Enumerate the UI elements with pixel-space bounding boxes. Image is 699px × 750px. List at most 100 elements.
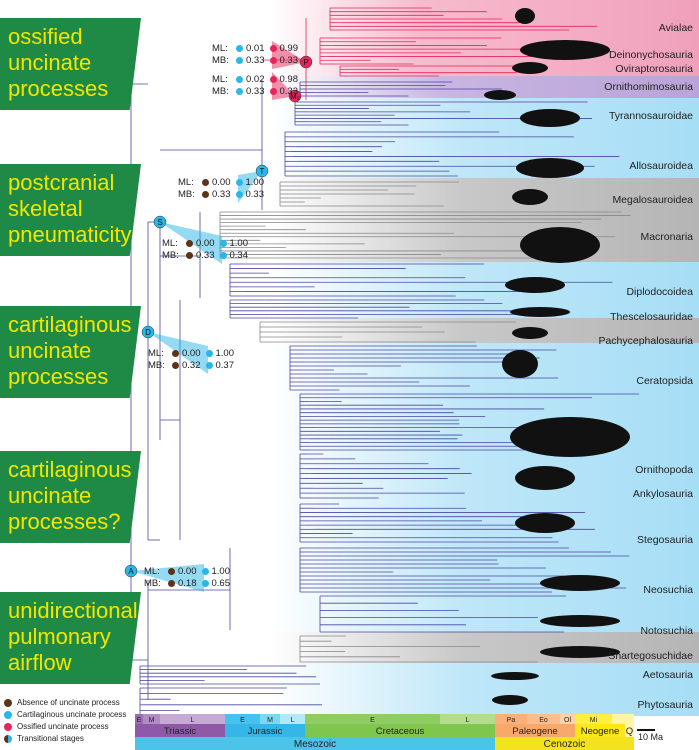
clade-label: Stegosauria bbox=[636, 534, 693, 546]
trait-text: postcranial bbox=[8, 170, 115, 195]
state-dot bbox=[269, 45, 277, 53]
animal-silhouette bbox=[491, 672, 539, 680]
state-dot bbox=[172, 361, 179, 369]
epoch-label: Mi bbox=[590, 717, 598, 724]
clade-band bbox=[270, 392, 699, 450]
legend-label: Ossified uncinate process bbox=[17, 722, 109, 731]
support-row-label: ML: bbox=[148, 348, 164, 359]
animal-silhouette bbox=[512, 62, 548, 74]
probability-value: 0.33 bbox=[246, 54, 265, 66]
clade-band bbox=[270, 684, 699, 716]
probability-value: 0.02 bbox=[246, 74, 265, 85]
clade-band bbox=[270, 76, 699, 98]
epoch-box bbox=[280, 714, 305, 724]
support-row-label: MB: bbox=[212, 54, 229, 66]
clade-label: Tyrannosauroidae bbox=[608, 110, 693, 122]
support-row-label: MB: bbox=[144, 577, 161, 589]
probability-value: 0.98 bbox=[279, 74, 299, 85]
animal-silhouette bbox=[540, 646, 620, 658]
clade-band bbox=[270, 543, 699, 590]
clade-band bbox=[270, 450, 699, 498]
state-dot bbox=[235, 190, 243, 198]
legend-swatch bbox=[4, 723, 12, 731]
state-dot bbox=[168, 579, 175, 587]
node-marker bbox=[124, 564, 138, 578]
epoch-label: Eo bbox=[539, 717, 548, 724]
period-label: Neogene bbox=[581, 726, 620, 737]
probability-value: 0.00 bbox=[178, 566, 197, 577]
animal-silhouette bbox=[505, 277, 565, 293]
support-row-label: ML: bbox=[212, 43, 228, 54]
animal-silhouette bbox=[510, 307, 570, 317]
state-dot bbox=[269, 56, 277, 64]
scale-bar-label: 10 Ma bbox=[638, 732, 664, 742]
support-row-label: ML: bbox=[212, 74, 228, 85]
epoch-box bbox=[495, 714, 527, 724]
animal-silhouette bbox=[512, 189, 548, 205]
legend-label: Absence of uncinate process bbox=[17, 698, 120, 707]
probability-value: 0.00 bbox=[196, 238, 215, 249]
legend-label: Cartilaginous uncinate process bbox=[17, 710, 127, 719]
clade-band bbox=[270, 663, 699, 684]
epoch-label: E bbox=[137, 717, 142, 724]
epoch-box bbox=[440, 714, 495, 724]
trait-text: uncinate bbox=[8, 50, 92, 75]
probability-value: 0.18 bbox=[178, 577, 197, 589]
animal-silhouette bbox=[512, 327, 548, 339]
probability-value: 0.33 bbox=[212, 188, 231, 200]
support-row-label: MB: bbox=[162, 249, 179, 261]
state-dot bbox=[202, 190, 209, 198]
clade-label: Thescelosauridae bbox=[610, 311, 693, 323]
trait-text: uncinate bbox=[8, 483, 92, 508]
period-box bbox=[495, 724, 575, 737]
legend-item: Cartilaginous uncinate process bbox=[4, 709, 126, 721]
clade-label: Allosauroidea bbox=[629, 160, 693, 172]
probability-value: 1.00 bbox=[245, 177, 265, 188]
clade-band bbox=[270, 178, 699, 207]
support-row-label: MB: bbox=[148, 359, 165, 371]
trait-text: cartilaginous bbox=[8, 457, 132, 482]
trait-text: cartilaginous bbox=[8, 312, 132, 337]
clade-label: Aetosauria bbox=[642, 669, 693, 681]
clade-label: Ornithomimosauria bbox=[604, 81, 693, 93]
trait-text: processes? bbox=[8, 509, 121, 534]
legend-swatch bbox=[4, 699, 12, 707]
state-dot bbox=[186, 251, 193, 259]
epoch-box bbox=[527, 714, 560, 724]
support-row-label: MB: bbox=[178, 188, 195, 200]
period-box bbox=[225, 724, 305, 737]
animal-silhouette bbox=[502, 350, 538, 378]
state-dot bbox=[269, 76, 277, 84]
node-label: T bbox=[260, 167, 265, 176]
clade-band bbox=[270, 127, 699, 178]
clade-label: Oviraptorosauria bbox=[615, 63, 693, 75]
state-dot bbox=[201, 568, 209, 576]
epoch-label: M bbox=[267, 717, 273, 724]
probability-value: 0.33 bbox=[245, 188, 265, 200]
clade-label: Diplodocoidea bbox=[626, 286, 693, 298]
animal-silhouette bbox=[516, 158, 584, 178]
epoch-label: E bbox=[370, 717, 375, 724]
trait-text: skeletal bbox=[8, 196, 83, 221]
node-marker bbox=[153, 215, 167, 229]
clade-label: Avialae bbox=[658, 22, 693, 34]
legend-item: Ossified uncinate process bbox=[4, 721, 126, 733]
epoch-box bbox=[575, 714, 612, 724]
era-label: Mesozoic bbox=[294, 739, 336, 750]
state-dot bbox=[236, 45, 243, 53]
node-label: A bbox=[128, 567, 134, 576]
animal-silhouette bbox=[520, 109, 580, 127]
probability-value: 0.00 bbox=[182, 348, 201, 359]
trait-text: uncinate bbox=[8, 338, 92, 363]
clade-label: Ceratopsida bbox=[636, 375, 693, 387]
trait-text: unidirectional bbox=[8, 598, 138, 623]
legend-swatch bbox=[4, 735, 12, 743]
era-box bbox=[135, 737, 495, 750]
epoch-box bbox=[143, 714, 160, 724]
state-dot bbox=[236, 76, 243, 84]
